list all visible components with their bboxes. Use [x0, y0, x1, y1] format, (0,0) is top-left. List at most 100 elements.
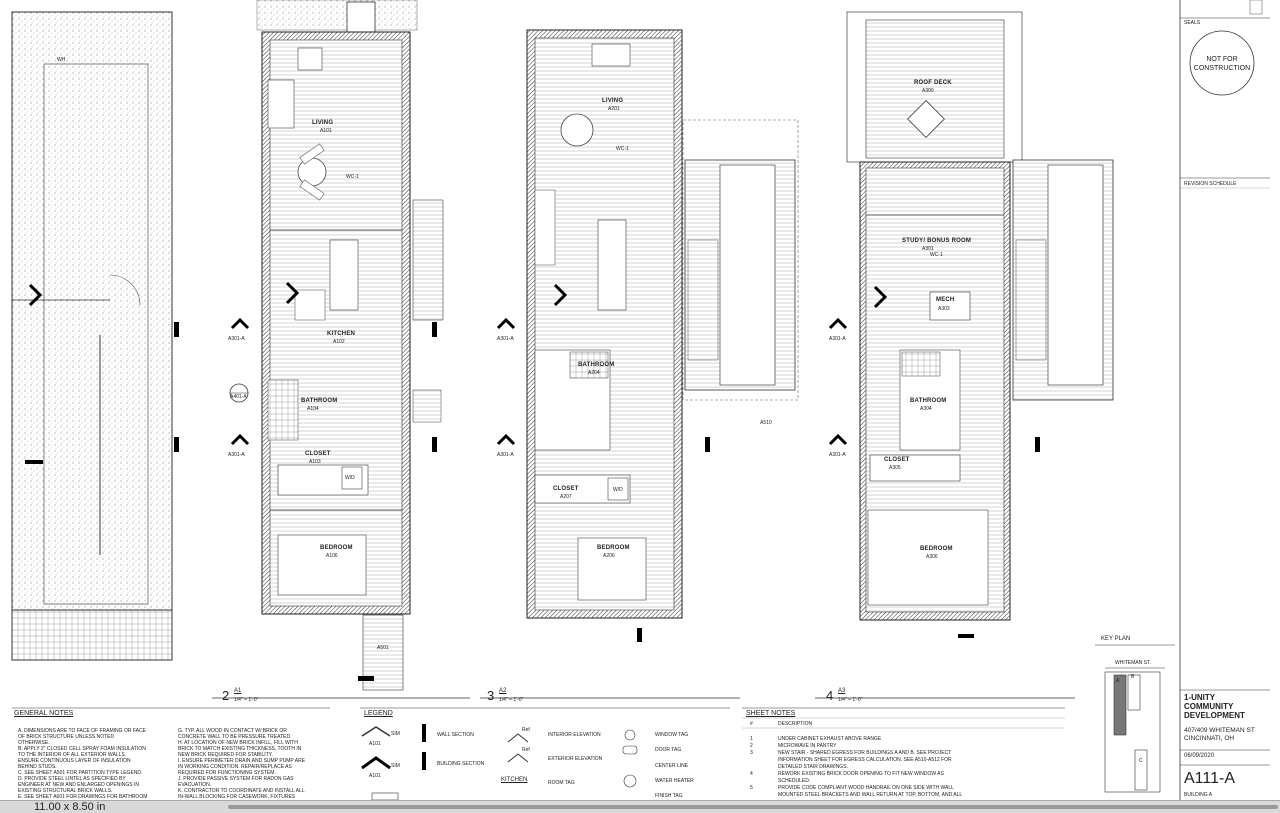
room-tag: A101 — [320, 128, 332, 134]
window-tag: WC-1 — [930, 252, 943, 258]
note-text: REWORK EXISTING BRICK DOOR OPENING TO FI… — [778, 771, 944, 777]
room-label-bathroom: BATHROOM — [910, 398, 947, 404]
legend-ref: Ref — [522, 727, 530, 733]
issue-date: 06/09/2020 — [1184, 753, 1215, 759]
note-line: OF BRICK STRUCTURE UNLESS NOTED — [18, 734, 115, 740]
room-tag: A304 — [920, 406, 932, 412]
note-text: INFORMATION SHEET FOR EGRESS CALCULATION… — [778, 757, 952, 763]
note-text: PROVIDE CODE COMPLIANT WOOD HANDRAIL ON … — [778, 785, 954, 791]
legend-wall-section: WALL SECTION — [437, 732, 474, 738]
note-line: EXISTING STRUCTURAL BRICK WALLS. — [18, 788, 113, 794]
legend-title: LEGEND — [364, 710, 393, 717]
note-line: B. APPLY 2" CLOSED CELL SPRAY FOAM INSUL… — [18, 746, 146, 752]
section-ref: A301-A — [228, 336, 245, 342]
legend-finish-tag: FINISH TAG — [655, 793, 683, 799]
note-num: 4 — [750, 771, 753, 777]
note-text: SCHEDULED. — [778, 778, 811, 784]
plan-second-floor — [480, 29, 799, 699]
room-label-living: LIVING — [312, 120, 334, 126]
note-line: C. SEE SHEET A501 FOR PARTITION TYPE LEG… — [18, 770, 143, 776]
room-label-bedroom: BEDROOM — [320, 545, 353, 551]
window-tag: WC-1 — [346, 174, 359, 180]
note-text: MICROWAVE IN PANTRY — [778, 743, 837, 749]
plan-scale: 1/4" = 1'-0" — [499, 697, 524, 703]
sheet-note: 5 PROVIDE CODE COMPLIANT WOOD HANDRAIL ON… — [748, 785, 1068, 792]
detail-ref: A510 — [760, 420, 772, 426]
general-notes-title: GENERAL NOTES — [14, 710, 74, 717]
note-line: J. PROVIDE PASSIVE SYSTEM FOR RADON GAS — [178, 776, 294, 782]
room-tag: A207 — [560, 494, 572, 500]
section-ref: A301-A — [497, 452, 514, 458]
plan-scale: 1/4" = 1'-0" — [838, 697, 863, 703]
room-tag: A300 — [922, 88, 934, 94]
note-line: H. AT LOCATION OF NEW BRICK INFILL, FILL… — [178, 740, 298, 746]
not-for-construction-stamp: NOT FOR CONSTRUCTION — [1193, 56, 1251, 72]
note-line: D. PROVIDE STEEL LINTEL AS SPECIFIED BY — [18, 776, 126, 782]
sheet-notes-header-num: # — [750, 721, 753, 727]
horizontal-scrollbar[interactable] — [228, 805, 1278, 809]
plan-first-floor — [212, 0, 470, 699]
plan-third-floor — [815, 11, 1114, 699]
room-label-living: LIVING — [602, 98, 624, 104]
legend-sim: SIM — [391, 763, 400, 769]
room-tag: A201 — [608, 106, 620, 112]
washer-dryer-tag: W/D — [345, 475, 355, 481]
legend-ref: A101 — [369, 773, 381, 779]
note-text: DETAILED STAIR DRAWINGS. — [778, 764, 848, 770]
note-text: MOUNTED STEEL BRACKETS AND WALL RETURN A… — [778, 792, 963, 798]
sheet-notes-header-desc: DESCRIPTION — [778, 721, 813, 727]
legend-water-heater: WATER HEATER — [655, 778, 694, 784]
note-line: A. DIMENSIONS ARE TO FACE OF FRAMING OR … — [18, 728, 146, 734]
plan-number: 3 — [487, 688, 495, 703]
note-line: ENGINEER AT NEW AND ENLARGED OPENINGS IN — [18, 782, 139, 788]
note-line: REQUIRED FOR FUNCTIONING SYSTEM. — [178, 770, 276, 776]
legend-exterior-elevation: EXTERIOR ELEVATION — [548, 756, 603, 762]
room-label-closet: CLOSET — [305, 451, 331, 457]
room-label-study: STUDY/ BONUS ROOM — [902, 238, 972, 244]
room-label-kitchen: KITCHEN — [327, 331, 356, 337]
sheet-note: MOUNTED STEEL BRACKETS AND WALL RETURN A… — [748, 792, 1068, 799]
legend-room-tag: ROOM TAG — [548, 780, 575, 786]
room-label-closet: CLOSET — [884, 457, 910, 463]
room-tag: A204 — [588, 370, 600, 376]
room-tag: A103 — [309, 459, 321, 465]
legend-door-tag: DOOR TAG — [655, 747, 682, 753]
detail-ref: A501 — [377, 645, 389, 651]
sheet-note: 4 REWORK EXISTING BRICK DOOR OPENING TO F… — [748, 771, 1068, 778]
room-tag: A106 — [326, 553, 338, 559]
legend-ref: Ref — [522, 747, 530, 753]
note-line: G. TYP. ALL WOOD IN CONTACT W/ BRICK OR — [178, 728, 287, 734]
note-num: 1 — [750, 736, 753, 742]
section-ref: A401-A — [230, 394, 247, 400]
viewer-status-bar: 11.00 x 8.50 in — [0, 800, 1280, 813]
project-address: 407/409 WHITEMAN ST CINCINNATI, OH — [1184, 727, 1255, 742]
note-line: BEHIND STUDS. — [18, 764, 57, 770]
sheet-number: A111-A — [1184, 770, 1235, 787]
note-text: NEW STAIR - SHARED EGRESS FOR BUILDINGS … — [778, 750, 952, 756]
plan-number: 4 — [826, 688, 834, 703]
note-line: I. ENSURE PERIMETER DRAIN AND SUMP PUMP … — [178, 758, 306, 764]
plan-number: 2 — [222, 688, 230, 703]
plan-basement — [11, 11, 179, 661]
note-num: 5 — [750, 785, 753, 791]
room-label-mech: MECH — [936, 297, 955, 303]
key-plan-title: KEY PLAN — [1101, 636, 1131, 642]
room-label-bathroom: BATHROOM — [301, 398, 338, 404]
legend-window-tag: WINDOW TAG — [655, 732, 689, 738]
key-plan-street: WHITEMAN ST. — [1115, 660, 1151, 666]
section-ref: A301-A — [829, 336, 846, 342]
note-line: K. CONTRACTOR TO COORDINATE AND INSTALL … — [178, 788, 305, 794]
key-plan-drawing — [1095, 644, 1175, 793]
key-plan-c: C — [1139, 758, 1143, 764]
note-line: OTHERWISE. — [18, 740, 50, 746]
legend-building-section: BUILDING SECTION — [437, 761, 485, 767]
note-line: E. SEE SHEET A601 FOR DRAWINGS FOR BATHR… — [18, 794, 148, 800]
title-block-seals: SEALS — [1184, 20, 1201, 26]
note-line: IN-WALL BLOCKING FOR CASEWORK, FIXTURES — [178, 794, 296, 800]
legend-sim: SIM — [391, 731, 400, 737]
note-line: TO THE INTERIOR OF ALL EXTERIOR WALLS. — [18, 752, 127, 758]
